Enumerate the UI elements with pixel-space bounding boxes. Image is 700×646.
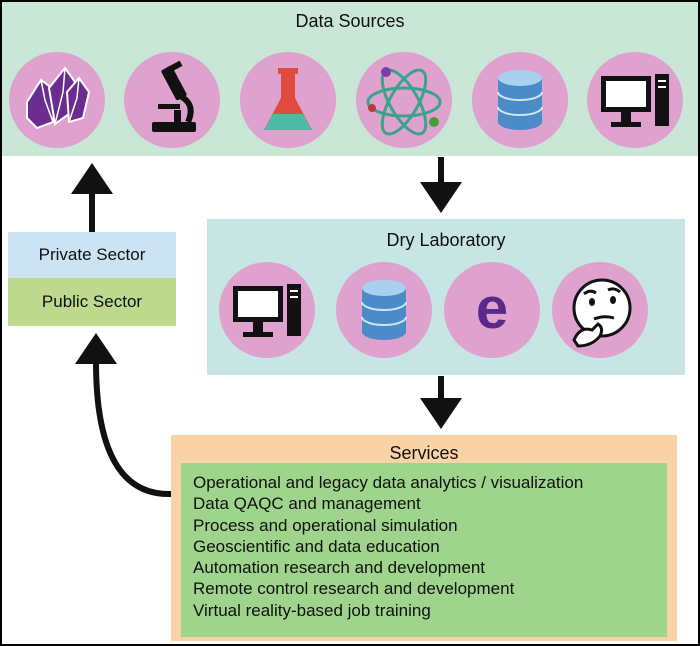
computer-icon [219,262,315,358]
services-list-panel [181,463,667,637]
service-item: Data QAQC and management [193,494,421,514]
computer-icon [587,52,683,148]
atom-icon [356,52,452,148]
service-item: Remote control research and development [193,579,515,599]
thinking-face-icon [552,262,648,358]
public-sector-box: Public Sector [8,278,176,326]
database-icon [336,262,432,358]
database-icon [472,52,568,148]
services-title: Services [389,443,459,463]
dry-laboratory-title: Dry Laboratory [386,230,506,250]
service-item: Geoscientific and data education [193,536,440,556]
service-item: Process and operational simulation [193,515,458,535]
microscope-icon [124,52,220,148]
service-item: Operational and legacy data analytics / … [193,473,584,492]
e-letter-icon: e [444,262,540,358]
services-list: Operational and legacy data analytics / … [193,472,583,621]
flask-icon [240,52,336,148]
private-sector-box: Private Sector [8,232,176,278]
crystals-icon [9,52,105,148]
data-sources-title: Data Sources [295,11,405,31]
service-item: Automation research and development [193,558,486,578]
service-item: Virtual reality-based job training [193,600,431,620]
e-letter-glyph: e [476,276,508,341]
data-sources-panel [2,2,698,156]
